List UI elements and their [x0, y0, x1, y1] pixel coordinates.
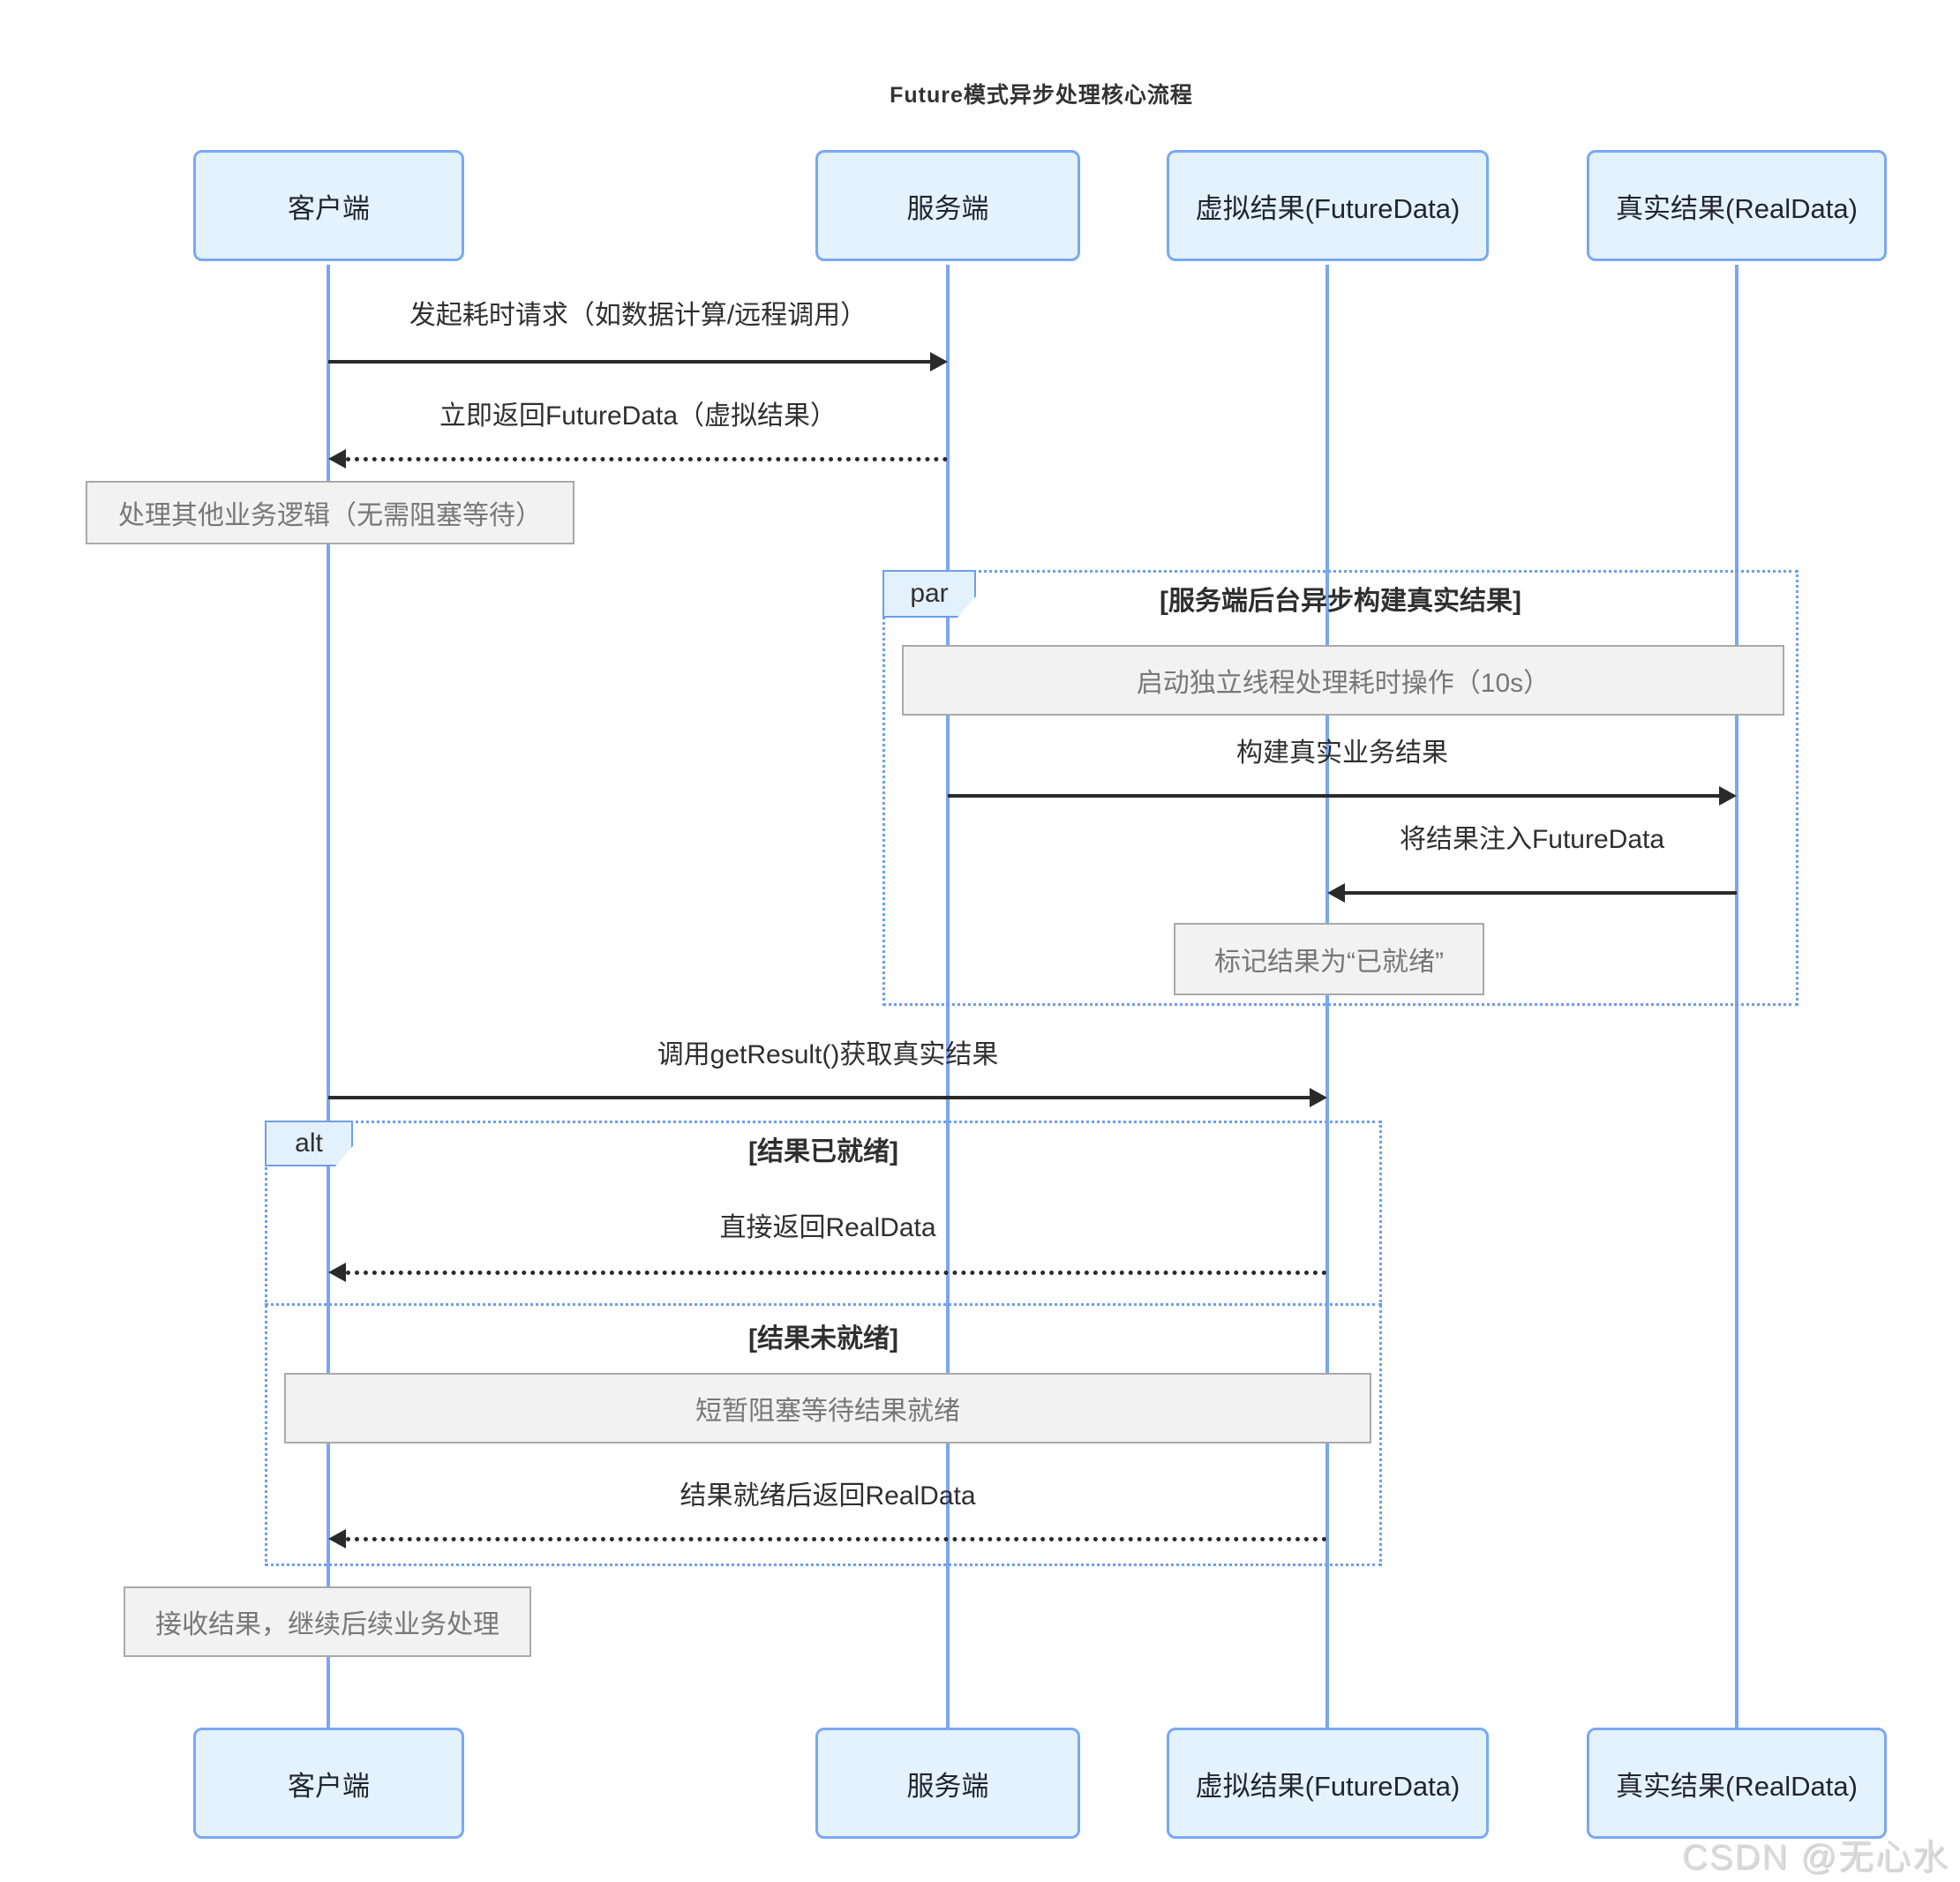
lifeline-futuredata — [1325, 265, 1329, 1728]
participant-box-realdata-top: 真实结果(RealData) — [1587, 150, 1887, 261]
note-start-thread: 启动独立线程处理耗时操作（10s） — [902, 645, 1784, 716]
participant-box-realdata-bottom: 真实结果(RealData) — [1587, 1728, 1887, 1839]
message-arrow-6 — [346, 1271, 1327, 1275]
arrowhead-right-icon — [1719, 786, 1737, 806]
message-arrow-1 — [328, 360, 932, 364]
lifeline-realdata — [1735, 265, 1738, 1728]
message-arrow-2 — [346, 457, 948, 461]
message-arrow-4 — [1345, 891, 1737, 895]
note-mark-ready: 标记结果为“已就绪” — [1174, 923, 1484, 995]
message-arrow-7 — [346, 1537, 1327, 1541]
message-arrow-3 — [948, 794, 1721, 798]
message-label-5: 调用getResult()获取真实结果 — [657, 1040, 999, 1069]
message-label-2: 立即返回FutureData（虚拟结果） — [439, 401, 837, 431]
note-other-business: 处理其他业务逻辑（无需阻塞等待） — [86, 481, 574, 544]
lifeline-client — [327, 265, 330, 1728]
par-frame — [882, 570, 1799, 1006]
participant-box-client-bottom: 客户端 — [193, 1728, 464, 1839]
message-label-4: 将结果注入FutureData — [1399, 825, 1665, 854]
arrowhead-right-icon — [930, 352, 948, 371]
participant-box-server-top: 服务端 — [815, 150, 1080, 261]
participant-box-server-bottom: 服务端 — [815, 1728, 1080, 1839]
arrowhead-right-icon — [1310, 1088, 1327, 1107]
message-label-3: 构建真实业务结果 — [1236, 739, 1448, 768]
note-receive-result: 接收结果，继续后续业务处理 — [124, 1586, 531, 1657]
alt-label: alt — [265, 1121, 353, 1166]
participant-box-futuredata-bottom: 虚拟结果(FutureData) — [1167, 1728, 1489, 1839]
message-label-7: 结果就绪后返回RealData — [680, 1481, 976, 1511]
alt-divider — [265, 1303, 1382, 1306]
alt-section-2-title: [结果未就绪] — [748, 1324, 898, 1353]
arrowhead-left-icon — [328, 1529, 346, 1548]
arrowhead-left-icon — [328, 449, 346, 469]
csdn-watermark: CSDN @无心水 — [1681, 1838, 1949, 1877]
par-label: par — [882, 570, 976, 618]
alt-frame — [265, 1121, 1382, 1566]
note-block-wait: 短暂阻塞等待结果就绪 — [284, 1373, 1371, 1443]
arrowhead-left-icon — [1327, 883, 1345, 903]
message-arrow-5 — [328, 1096, 1311, 1099]
arrowhead-left-icon — [328, 1263, 346, 1282]
alt-section-1-title: [结果已就绪] — [748, 1137, 898, 1166]
message-label-6: 直接返回RealData — [719, 1213, 936, 1242]
diagram-title: Future模式异步处理核心流程 — [890, 83, 1193, 108]
lifeline-server — [946, 265, 950, 1728]
participant-box-futuredata-top: 虚拟结果(FutureData) — [1167, 150, 1489, 261]
participant-box-client-top: 客户端 — [193, 150, 464, 261]
par-title: [服务端后台异步构建真实结果] — [1160, 587, 1521, 616]
message-label-1: 发起耗时请求（如数据计算/远程调用） — [409, 301, 867, 330]
